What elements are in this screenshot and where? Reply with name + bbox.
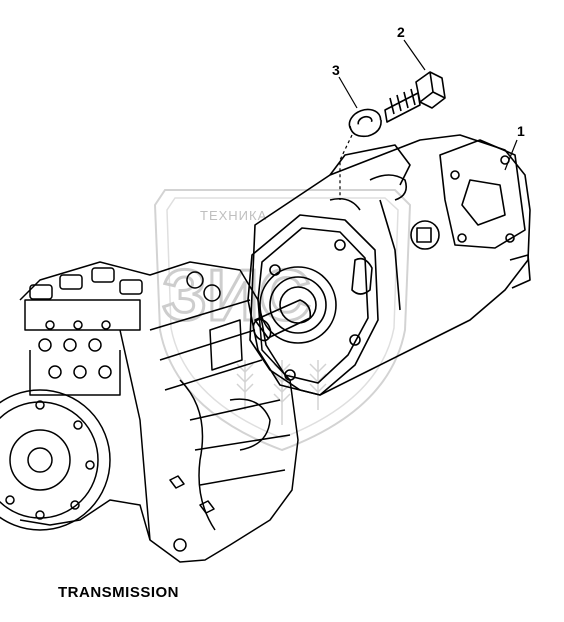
bolt bbox=[384, 71, 446, 123]
transmission-housing bbox=[0, 261, 299, 563]
pump-port-flange bbox=[439, 139, 526, 249]
callout-part-1: 1 bbox=[517, 123, 525, 139]
watermark-text: ТЕХНИКА bbox=[200, 208, 267, 223]
washer bbox=[348, 108, 382, 138]
callout-part-3: 3 bbox=[332, 62, 340, 78]
hydraulic-pump bbox=[247, 134, 531, 396]
watermark-shield-inner bbox=[166, 197, 399, 439]
leader-lines bbox=[338, 39, 518, 200]
pump-drive-shaft bbox=[254, 299, 312, 339]
callout-part-2: 2 bbox=[397, 24, 405, 40]
diagram-caption: TRANSMISSION bbox=[58, 584, 180, 601]
watermark-shield-outline bbox=[153, 189, 412, 452]
flywheel-disc bbox=[0, 389, 111, 531]
